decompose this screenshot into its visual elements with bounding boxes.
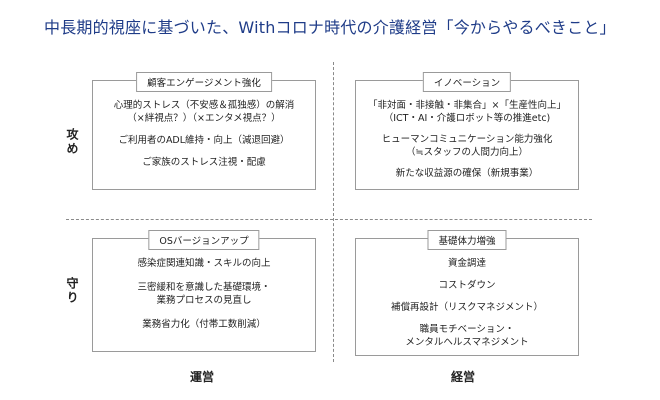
vertical-axis-divider: [333, 62, 334, 362]
quadrant-item: 職員モチベーション・ メンタルヘルスマネジメント: [405, 324, 529, 348]
quadrant-item: 三密緩和を意識した基礎環境・ 業務プロセスの見直し: [137, 282, 271, 306]
quadrant-item: 補償再設計（リスクマネジメント）: [390, 302, 543, 313]
quadrant-item: ヒューマンコミュニケーション能力強化 （≒スタッフの人間力向上）: [381, 134, 553, 158]
quadrant-item: コストダウン: [438, 280, 496, 291]
page-title: 中長期的視座に基づいた、Withコロナ時代の介護経営「今からやるべきこと」: [44, 18, 616, 37]
quadrant-item: 業務省力化（付帯工数削減）: [142, 319, 266, 330]
axis-label-operations: 運営: [190, 370, 215, 384]
quadrant-item: ご家族のストレス注視・配慮: [142, 157, 266, 168]
horizontal-axis-divider: [66, 219, 592, 220]
axis-label-offense: 攻め: [65, 128, 79, 156]
quadrant-os-upgrade: OSバージョンアップ 感染症関連知識・スキルの向上 三密緩和を意識した基礎環境・…: [92, 230, 316, 352]
quadrant-customer-engagement: 顧客エンゲージメント強化 心理的ストレス（不安感＆孤独感）の解消 （×絆視点？）…: [92, 72, 316, 190]
quadrant-item: 新たな収益源の確保（新規事業）: [395, 168, 539, 179]
quadrant-tag: 顧客エンゲージメント強化: [136, 72, 272, 92]
quadrant-tag: OSバージョンアップ: [148, 230, 260, 250]
axis-label-defense: 守り: [65, 277, 79, 305]
quadrant-item: 心理的ストレス（不安感＆孤独感）の解消 （×絆視点？）（×エンタメ視点？）: [113, 100, 295, 124]
quadrant-item: 感染症関連知識・スキルの向上: [137, 258, 271, 269]
quadrant-item: ご利用者のADL維持・向上（減退回避）: [118, 135, 290, 146]
quadrant-item: 「非対面・非接触・非集合」×「生産性向上」 （ICT・AI・介護ロボット等の推進…: [368, 100, 566, 124]
quadrant-item: 資金調達: [447, 258, 486, 269]
axis-label-management: 経営: [451, 370, 476, 384]
quadrant-basic-strength: 基礎体力増強 資金調達 コストダウン 補償再設計（リスクマネジメント） 職員モチ…: [355, 230, 579, 356]
quadrant-innovation: イノベーション 「非対面・非接触・非集合」×「生産性向上」 （ICT・AI・介護…: [355, 72, 579, 190]
quadrant-tag: イノベーション: [422, 72, 512, 92]
quadrant-tag: 基礎体力増強: [427, 230, 507, 250]
